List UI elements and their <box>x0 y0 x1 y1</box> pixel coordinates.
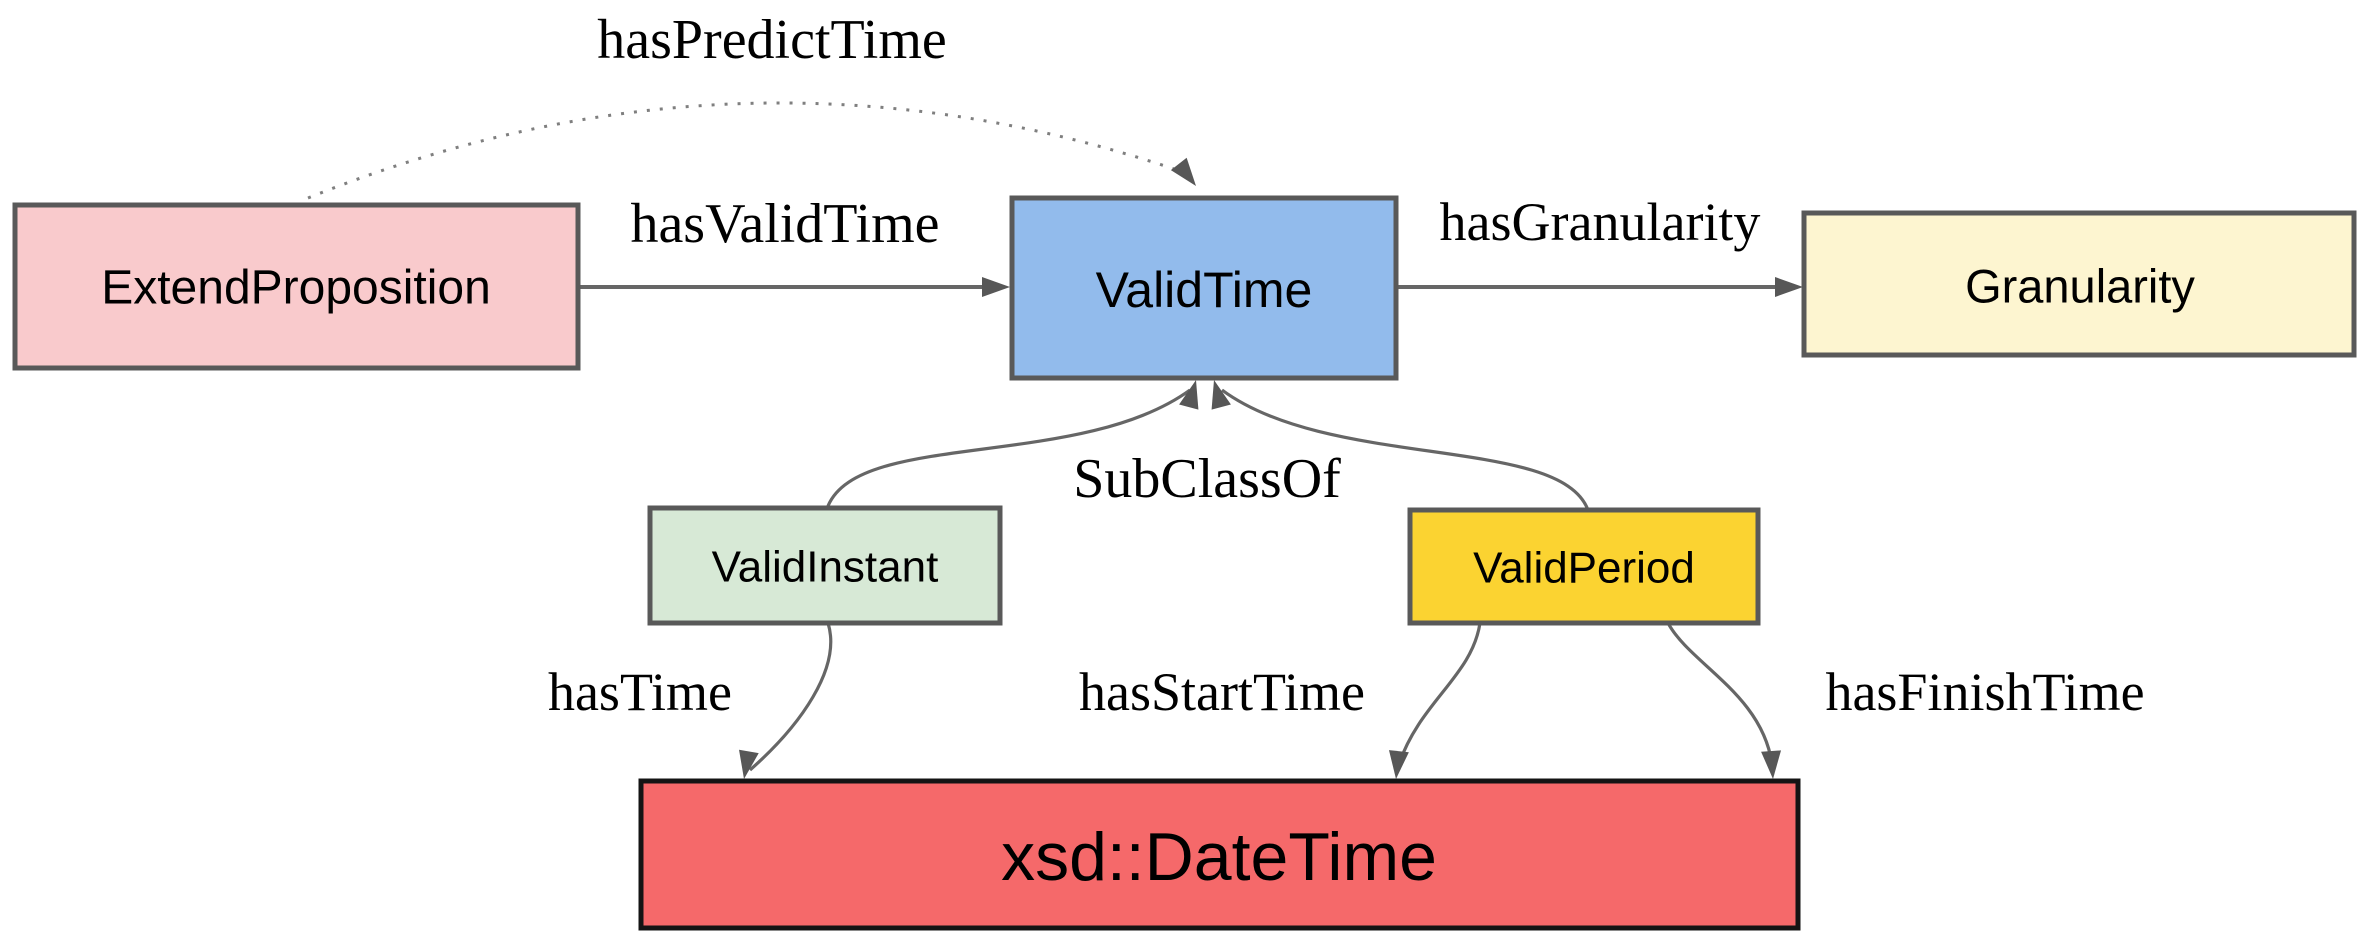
edge-label-hasstarttime: hasStartTime <box>1079 662 1365 722</box>
arrowhead-hasgranularity <box>1775 277 1803 297</box>
edge-label-hasgranularity: hasGranularity <box>1440 192 1761 252</box>
arrowhead-subclassof-right <box>1211 380 1231 410</box>
node-granularity <box>1801 210 2357 358</box>
arrowhead-hasfinishtime <box>1761 750 1782 779</box>
node-xsddatetime <box>638 778 1801 931</box>
edge-haspredicttime-arc <box>307 101 1184 200</box>
node-validinstant-label: ValidInstant <box>712 543 939 592</box>
node-validinstant <box>647 505 1003 626</box>
edge-subclassof-validperiod <box>1221 388 1590 511</box>
edge-label-hasvalidtime: hasValidTime <box>630 193 939 255</box>
node-validperiod <box>1407 507 1761 626</box>
arrowhead-hasvalidtime <box>982 277 1010 297</box>
node-validperiod-label: ValidPeriod <box>1473 544 1695 593</box>
node-validtime-label: ValidTime <box>1096 262 1313 318</box>
edge-label-hastime: hasTime <box>548 662 732 722</box>
edge-hastime <box>748 622 833 772</box>
node-granularity-label: Granularity <box>1965 260 2195 313</box>
edge-label-haspredicttime: hasPredictTime <box>597 9 946 71</box>
arrowhead-hastime <box>739 749 759 779</box>
edge-hasfinishtime <box>1666 622 1774 765</box>
edge-subclassof-validinstant <box>826 388 1191 507</box>
arrowhead-haspredicttime <box>1170 157 1196 186</box>
node-validtime <box>1009 195 1399 381</box>
edge-label-hasfinishtime: hasFinishTime <box>1825 662 2144 722</box>
node-extendproposition-label: ExtendProposition <box>101 262 491 315</box>
node-extendproposition <box>12 202 581 371</box>
arrowhead-subclassof-left <box>1179 380 1199 410</box>
arrowhead-hasstarttime <box>1388 750 1409 779</box>
edge-label-subclassof: SubClassOf <box>1073 448 1341 510</box>
edge-hasstarttime <box>1397 622 1482 765</box>
node-xsddatetime-label: xsd::DateTime <box>1001 819 1437 895</box>
